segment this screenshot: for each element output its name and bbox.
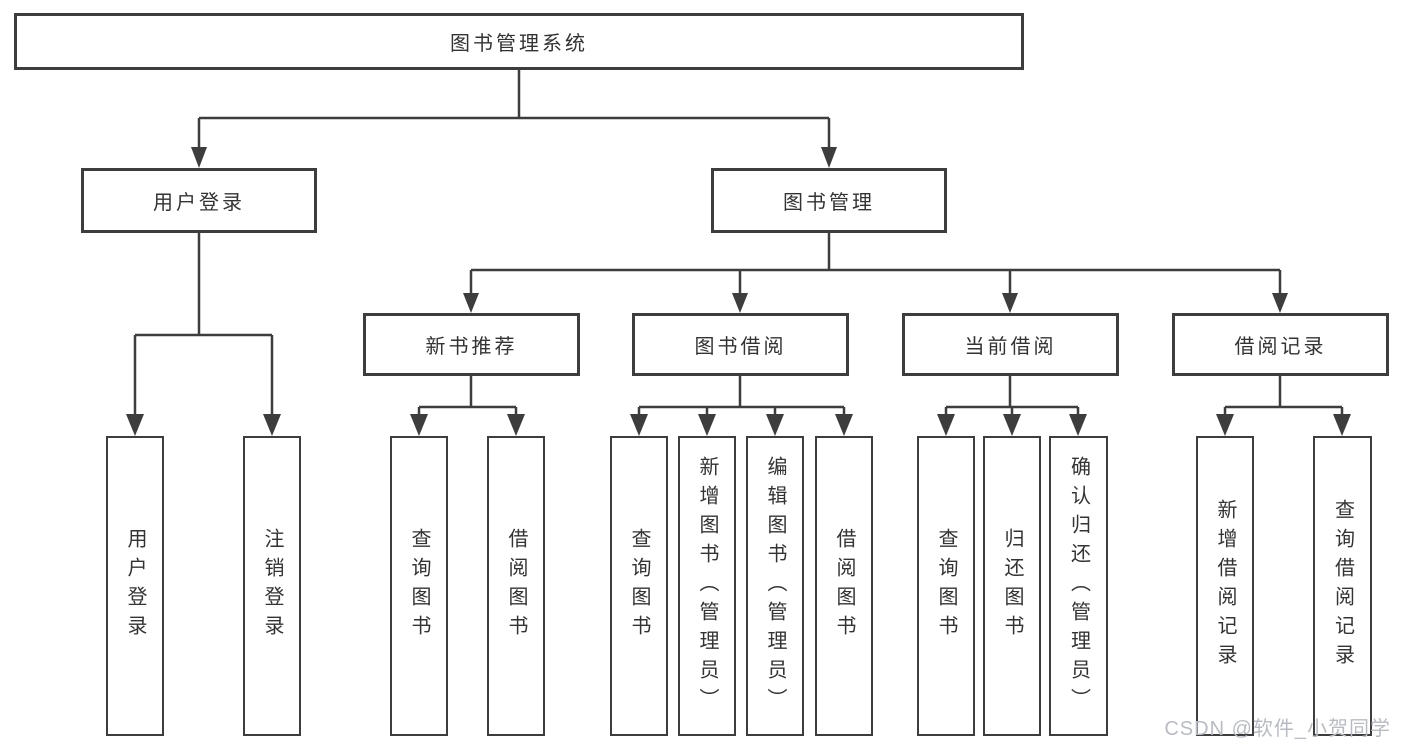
- leaf-borrow-books-recommend: 借阅图书: [487, 436, 545, 736]
- leaf-add-book-admin: 新增图书（管理员）: [678, 436, 736, 736]
- leaf-return-books: 归还图书: [983, 436, 1041, 736]
- leaf-edit-book-admin: 编辑图书（管理员）: [746, 436, 804, 736]
- leaf-query-books-current: 查询图书: [917, 436, 975, 736]
- arrowheads: [126, 147, 1351, 436]
- leaf-confirm-return-admin: 确认归还（管理员）: [1049, 436, 1108, 736]
- csdn-watermark: CSDN @软件_小贺同学: [1164, 718, 1391, 740]
- node-book-borrow: 图书借阅: [632, 313, 849, 376]
- leaf-query-borrow-record: 查询借阅记录: [1313, 436, 1372, 736]
- node-root-system: 图书管理系统: [14, 13, 1024, 70]
- leaf-add-borrow-record: 新增借阅记录: [1196, 436, 1254, 736]
- leaf-logout: 注销登录: [243, 436, 301, 736]
- leaf-query-books-recommend: 查询图书: [390, 436, 448, 736]
- node-user-login-branch: 用户登录: [81, 168, 317, 233]
- node-new-book-recommend: 新书推荐: [363, 313, 580, 376]
- leaf-query-books-borrow: 查询图书: [610, 436, 668, 736]
- leaf-borrow-books: 借阅图书: [815, 436, 873, 736]
- node-current-borrow: 当前借阅: [902, 313, 1119, 376]
- node-borrow-records: 借阅记录: [1172, 313, 1389, 376]
- node-book-management: 图书管理: [711, 168, 947, 233]
- leaf-user-login: 用户登录: [106, 436, 164, 736]
